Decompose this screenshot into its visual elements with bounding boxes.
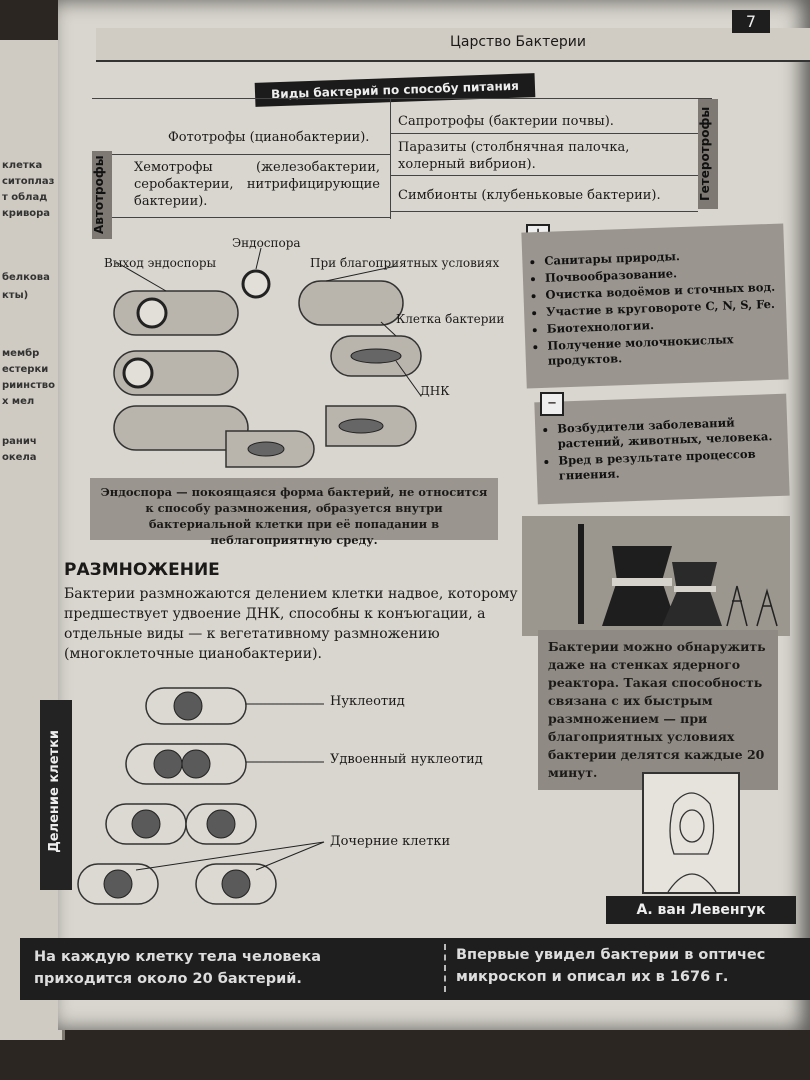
fragment-text: окела [2, 452, 37, 463]
page-number: 7 [731, 10, 770, 33]
label-pointer [395, 360, 422, 397]
nucleoid-icon [173, 691, 203, 721]
endospore-cycle-diagram [113, 247, 422, 468]
reproduction-text: Бактерии размножаются делением клетки на… [64, 586, 518, 662]
harms-panel: Возбудители заболеваний растений, животн… [534, 393, 790, 505]
portrait-hair [669, 792, 715, 855]
page-header [96, 28, 810, 62]
nucleoid-icon [221, 869, 251, 899]
row-divider [112, 217, 390, 218]
parasites-cell: Паразиты (столбнячная палочка, холерный … [398, 140, 630, 172]
cooling-tower-icon [662, 562, 722, 626]
symbionts-cell: Симбионты (клубеньковые бактерии). [398, 188, 661, 203]
chapter-title: Царство Бактерии [450, 34, 586, 50]
bacterium-cell-releasing [113, 290, 239, 336]
fragment-text: ранич [2, 436, 37, 447]
dna-icon [350, 348, 402, 364]
column-divider [390, 99, 391, 219]
doubled-nucleotide-label: Удвоенный нуклеотид [330, 752, 483, 767]
endospore-icon [241, 269, 271, 299]
saprotrophs-cell: Сапротрофы (бактерии почвы). [398, 114, 614, 129]
benefits-panel: Санитары природы. Почвообразование. Очис… [521, 223, 789, 389]
footer-fact-band: На каждую клетку тела человека приходитс… [20, 938, 810, 1000]
minus-icon: – [540, 392, 564, 416]
label-pointer [135, 841, 325, 871]
chimney-icon [578, 524, 584, 624]
power-pylon-icon [756, 588, 778, 627]
fragment-text: ситоплаз [2, 176, 55, 187]
fragment-text: клетка [2, 160, 43, 171]
label-pointer [115, 261, 167, 292]
fragment-text: белкова [2, 272, 50, 283]
bacterial-cell-label: Клетка бактерии [396, 312, 505, 326]
nuclear-reactor-illustration [522, 516, 790, 636]
row-divider [390, 175, 698, 176]
autotrophs-tab: Автотрофы [92, 151, 112, 239]
harm-item: Возбудители заболеваний растений, животн… [557, 414, 778, 452]
fragment-text: кты) [2, 290, 29, 301]
nucleoid-icon [206, 809, 236, 839]
favorable-conditions-label: При благоприятных условиях [310, 256, 500, 270]
nucleoid-icon [131, 809, 161, 839]
portrait-sketch [667, 792, 717, 893]
nutrition-table: Автотрофы Гетеротрофы Фототрофы (цианоба… [92, 98, 718, 239]
fragment-text: риинство [2, 380, 56, 391]
row-divider [390, 133, 698, 134]
endospore-icon [136, 297, 168, 329]
scientist-portrait [642, 772, 740, 894]
label-pointer [255, 841, 325, 871]
portrait-face [679, 809, 705, 843]
nucleoid-icon [181, 749, 211, 779]
tower-stripe [612, 578, 672, 586]
row-divider [390, 211, 698, 212]
fragment-text: т облад [2, 192, 48, 203]
fragment-text: кривора [2, 208, 51, 219]
nucleotide-label: Нуклеотид [330, 694, 405, 709]
tower-stripe [674, 586, 716, 592]
label-pointer [325, 265, 397, 282]
daughter-cells-label: Дочерние клетки [330, 834, 451, 849]
footer-fact-right: Впервые увидел бактерии в оптичес микрос… [444, 944, 810, 992]
label-pointer [255, 247, 262, 270]
nucleoid-icon [103, 869, 133, 899]
phototrophs-cell: Фототрофы (цианобактерии). [168, 130, 370, 145]
portrait-collar [667, 873, 717, 893]
endospore-note: Эндоспора — покоящаяся форма бактерий, н… [90, 478, 498, 547]
dna-label: ДНК [420, 384, 450, 398]
fragment-text: мембр [2, 348, 40, 359]
endospore-label: Эндоспора [232, 236, 301, 250]
section-title-reproduction: РАЗМНОЖЕНИЕ [64, 560, 220, 580]
nucleoid-icon [153, 749, 183, 779]
harm-item: Вред в результате процессов гниения. [558, 446, 779, 484]
fragment-text: х мел [2, 396, 35, 407]
dna-icon [247, 441, 285, 457]
scientist-name: А. ван Левенгук [606, 896, 796, 924]
endospore-icon [122, 357, 154, 389]
row-divider [112, 154, 390, 155]
footer-fact-left: На каждую клетку тела человека приходитс… [34, 949, 322, 987]
benefit-item: Получение молочнокислых продуктов. [547, 331, 778, 369]
cell-division-tab-label: Деление клетки [47, 730, 62, 853]
label-pointer [380, 321, 397, 337]
dna-icon [338, 418, 384, 434]
cell-division-tab: Деление клетки [40, 700, 72, 890]
reactor-fact-caption: Бактерии можно обнаружить даже на стенка… [538, 630, 778, 790]
cell-division-diagram [77, 687, 325, 905]
heterotrophs-tab: Гетеротрофы [698, 99, 718, 209]
fragment-text: естерки [2, 364, 49, 375]
bacterium-cell-favorable [298, 280, 404, 326]
adjacent-page-fragment: клетка ситоплаз т облад кривора белкова … [0, 40, 65, 1040]
power-pylon-icon [726, 585, 748, 627]
chemotrophs-cell: Хемотрофы (железобактерии, серобактерии,… [134, 160, 380, 209]
endospore-exit-label: Выход эндоспоры [104, 256, 217, 270]
